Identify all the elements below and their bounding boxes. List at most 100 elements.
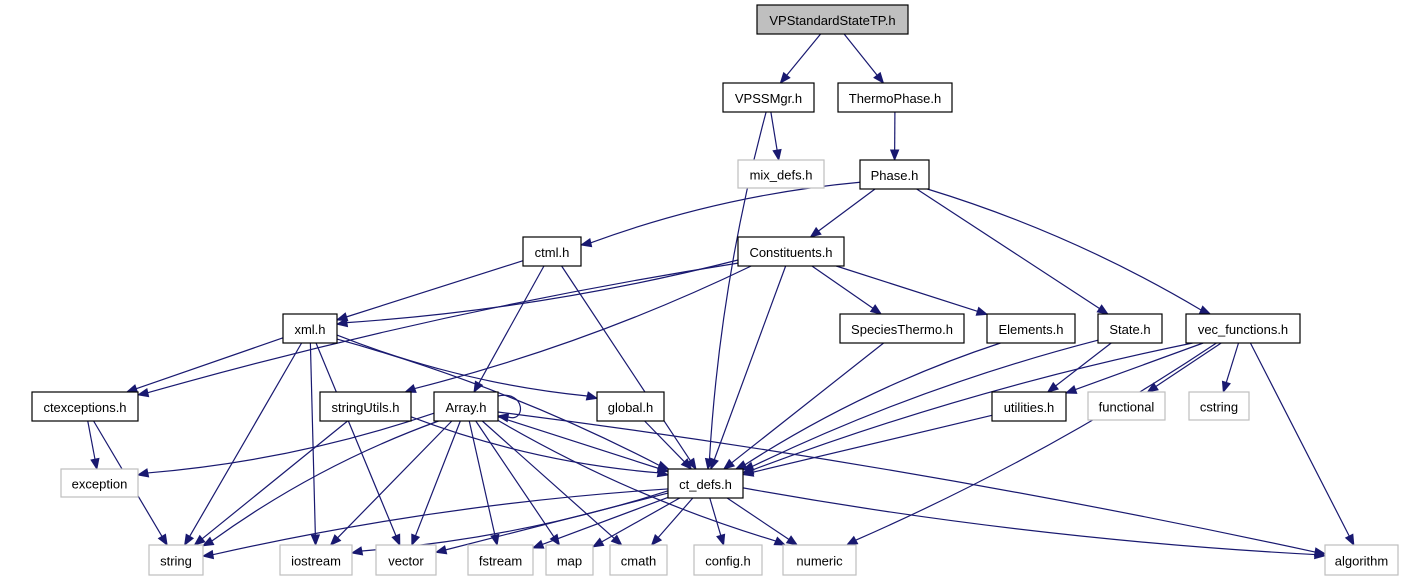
arrow-head-icon	[610, 534, 623, 546]
node-speciesthermo[interactable]: SpeciesThermo.h	[839, 313, 965, 344]
edge-Elements-to-ct_defs	[734, 342, 1001, 470]
arrow-head-icon	[869, 304, 883, 315]
edge-line	[87, 420, 96, 460]
arrow-head-icon	[809, 226, 822, 238]
edge-line	[189, 342, 303, 537]
node-ct-defs[interactable]: ct_defs.h	[667, 468, 744, 499]
node-thermophase[interactable]: ThermoPhase.h	[837, 82, 953, 113]
edge-line	[927, 188, 1202, 311]
edge-line	[644, 420, 685, 463]
edge-ctml-to-xml	[335, 260, 524, 322]
arrow-head-icon	[391, 533, 401, 547]
node-label: cmath	[621, 554, 656, 569]
edge-Phase-to-ctml	[579, 181, 861, 248]
node-label: ThermoPhase.h	[849, 91, 942, 106]
edge-line	[843, 33, 878, 76]
arrow-head-icon	[1064, 384, 1078, 394]
node-box	[667, 468, 744, 499]
node-box	[986, 313, 1076, 344]
node-fstream: fstream	[467, 544, 534, 576]
node-elements[interactable]: Elements.h	[986, 313, 1076, 344]
arrow-head-icon	[125, 384, 139, 394]
edge-Array-to-string	[201, 420, 439, 547]
node-box	[737, 159, 825, 189]
arrow-head-icon	[889, 149, 900, 162]
arrow-head-icon	[741, 467, 755, 477]
node-label: algorithm	[1335, 554, 1388, 569]
node-box	[596, 391, 665, 422]
node-label: numeric	[796, 554, 843, 569]
edge-stringUtils-to-string	[193, 420, 348, 546]
node-box	[282, 313, 338, 344]
node-box	[545, 544, 594, 576]
arrow-head-icon	[975, 306, 989, 316]
edge-line	[468, 420, 496, 536]
node-numeric: numeric	[782, 544, 857, 576]
node-label: State.h	[1109, 322, 1150, 337]
edge-line	[916, 188, 1100, 310]
edge-Constituents-to-ct_defs	[710, 265, 787, 471]
edge-line	[361, 490, 669, 552]
node-box	[722, 82, 815, 113]
edge-line	[657, 497, 694, 538]
node-box	[319, 391, 412, 422]
arrow-head-icon	[1314, 549, 1327, 560]
node-label: VPStandardStateTP.h	[769, 13, 895, 28]
arrow-head-icon	[1146, 382, 1159, 393]
node-cstring: cstring	[1188, 391, 1250, 421]
arrow-head-icon	[404, 383, 417, 393]
edge-Phase-to-State	[916, 188, 1109, 315]
node-state[interactable]: State.h	[1097, 313, 1163, 344]
edge-ctml-to-Array	[473, 265, 545, 394]
edge-Array-to-map	[475, 420, 561, 547]
edge-xml-to-global	[336, 334, 599, 401]
node-array[interactable]: Array.h	[433, 391, 499, 422]
edge-Array-to-vector	[411, 420, 461, 547]
edge-ct_defs-to-algorithm	[742, 487, 1327, 560]
node-ctml[interactable]: ctml.h	[522, 236, 582, 267]
edge-line	[752, 414, 993, 473]
edge-line	[336, 338, 660, 466]
arrow-head-icon	[335, 317, 349, 328]
arrow-head-icon	[1221, 380, 1231, 394]
node-phase[interactable]: Phase.h	[859, 159, 930, 190]
arrow-head-icon	[722, 458, 736, 470]
node-global[interactable]: global.h	[596, 391, 665, 422]
node-label: global.h	[608, 400, 654, 415]
edge-line	[836, 265, 978, 312]
edge-line	[752, 339, 1099, 467]
arrow-head-icon	[157, 533, 168, 547]
node-box	[1097, 313, 1163, 344]
edge-Constituents-to-SpeciesThermo	[811, 265, 883, 315]
edge-line	[1075, 342, 1204, 391]
node-utilities[interactable]: utilities.h	[991, 391, 1067, 422]
edge-Array-to-ct_defs	[497, 416, 670, 473]
node-stringutils[interactable]: stringUtils.h	[319, 391, 412, 422]
arrow-head-icon	[579, 238, 593, 248]
arrow-head-icon	[193, 534, 206, 546]
node-vec-functions[interactable]: vec_functions.h	[1185, 313, 1301, 344]
arrow-head-icon	[1046, 381, 1059, 393]
edge-line	[211, 420, 439, 542]
edge-vec_functions-to-functional	[1146, 342, 1222, 393]
arrow-head-icon	[1096, 304, 1109, 315]
edge-global-to-ct_defs	[644, 420, 693, 470]
node-box	[60, 468, 139, 498]
edge-ctexceptions-to-exception	[87, 420, 100, 471]
node-box	[1188, 391, 1250, 421]
edge-line	[726, 497, 790, 540]
edge-line	[414, 420, 461, 536]
edge-Constituents-to-ctexceptions	[136, 262, 739, 398]
node-label: vector	[388, 554, 424, 569]
node-xml[interactable]: xml.h	[282, 313, 338, 344]
node-label: Constituents.h	[749, 245, 832, 260]
arrow-head-icon	[873, 71, 885, 85]
node-vpssmgr[interactable]: VPSSMgr.h	[722, 82, 815, 113]
edge-Array-to-cmath	[481, 420, 623, 546]
node-constituents[interactable]: Constituents.h	[737, 236, 845, 267]
node-label: config.h	[705, 554, 751, 569]
node-ctexceptions[interactable]: ctexceptions.h	[31, 391, 139, 422]
node-label: vec_functions.h	[1198, 322, 1288, 337]
edge-xml-to-string	[184, 342, 303, 547]
edge-line	[346, 260, 524, 318]
